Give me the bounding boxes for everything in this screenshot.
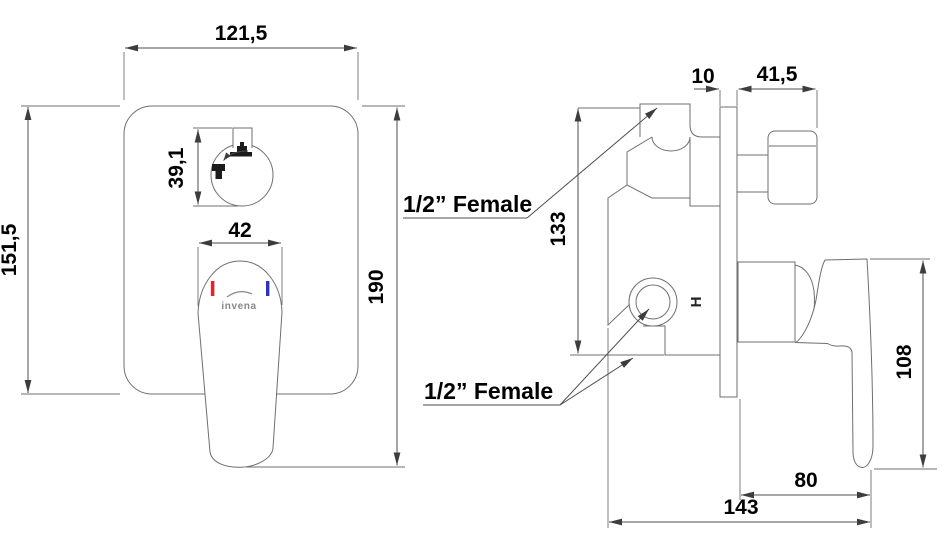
top-port-label-text: 1/2” Female bbox=[403, 191, 532, 217]
dim-label-diverter-depth: 41,5 bbox=[757, 63, 798, 86]
mixer-handle-side bbox=[737, 258, 874, 468]
side-view: H 10 41,5 bbox=[403, 63, 937, 528]
dim-label-total-depth: 143 bbox=[723, 496, 758, 519]
side-port-label-text: 1/2” Female bbox=[424, 378, 553, 404]
dim-label-diverter-height: 39,1 bbox=[165, 147, 188, 188]
dim-label-handle-height: 108 bbox=[893, 344, 916, 379]
dim-side-diverter-depth: 41,5 bbox=[738, 63, 818, 128]
dim-label-body-height: 133 bbox=[547, 211, 570, 246]
handle-lever bbox=[794, 258, 874, 468]
label-side-port: 1/2” Female bbox=[423, 308, 650, 406]
wall-plate-side bbox=[719, 106, 738, 398]
dim-side-handle-depth: 80 bbox=[739, 399, 872, 528]
dim-label-plate-thickness: 10 bbox=[691, 65, 714, 88]
dim-side-handle-height: 108 bbox=[870, 258, 937, 470]
cold-indicator bbox=[266, 281, 270, 296]
dim-front-plate-width: 121,5 bbox=[123, 22, 359, 100]
diverter-knob-tab bbox=[232, 127, 253, 148]
hot-indicator bbox=[211, 281, 215, 296]
front-view: invena 121,5 151,5 39,1 42 bbox=[0, 22, 405, 468]
behind-wall-valve-body: H bbox=[578, 103, 720, 356]
hot-port-marking: H bbox=[688, 297, 705, 308]
handle-boss bbox=[737, 261, 796, 343]
brand-logo: invena bbox=[221, 291, 256, 312]
dim-front-plate-height: 151,5 bbox=[0, 105, 120, 395]
dim-side-plate-thickness: 10 bbox=[691, 65, 738, 106]
dim-front-handle-width: 42 bbox=[197, 219, 283, 306]
dim-front-total-height: 190 bbox=[246, 105, 405, 468]
dim-label-handle-depth: 80 bbox=[794, 469, 817, 492]
mixer-handle-front: invena bbox=[197, 260, 283, 468]
side-port-inner bbox=[635, 284, 671, 320]
tub-spout-icon bbox=[212, 164, 225, 179]
dim-label-plate-width: 121,5 bbox=[215, 22, 268, 45]
dim-label-plate-height: 151,5 bbox=[0, 223, 21, 276]
dim-side-body-height: 133 bbox=[547, 108, 664, 356]
dim-front-diverter-height: 39,1 bbox=[165, 127, 238, 207]
diverter-knob-front bbox=[210, 127, 274, 207]
label-top-port: 1/2” Female bbox=[403, 107, 658, 219]
diverter-knob-side bbox=[737, 130, 818, 205]
rotate-arrow-icon bbox=[223, 150, 249, 161]
dim-label-total-height: 190 bbox=[365, 269, 388, 304]
dim-side-total-depth: 143 bbox=[607, 328, 870, 528]
brand-logo-text: invena bbox=[221, 301, 256, 312]
dim-label-handle-width: 42 bbox=[228, 219, 251, 242]
